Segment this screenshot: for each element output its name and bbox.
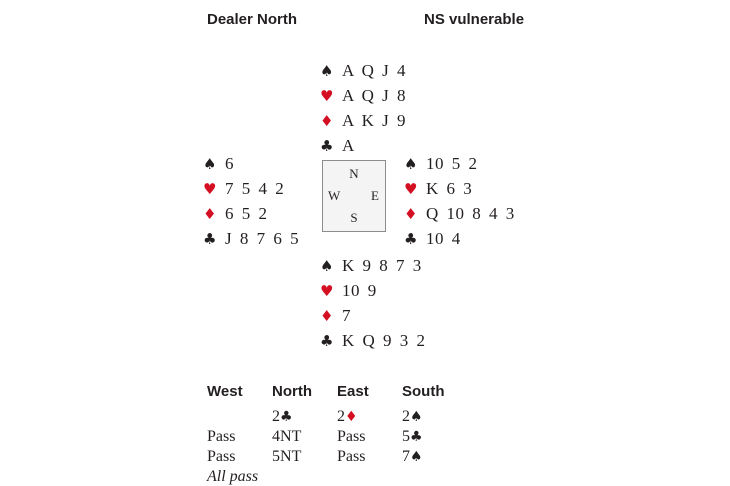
card-ranks: 6: [225, 153, 234, 173]
east-hand: ♠ 10 5 2 ♥ K 6 3 ♦ Q 10 8 4 3 ♣ 10 4: [404, 151, 515, 251]
south-clubs-line: ♣ K Q 9 3 2: [320, 328, 426, 353]
dealer-label: Dealer North: [207, 11, 298, 28]
card-ranks: J 8 7 6 5: [225, 228, 300, 248]
compass-box: N E S W: [322, 160, 386, 232]
card-ranks: Q 10 8 4 3: [426, 203, 515, 223]
auction-bid: Pass: [337, 428, 366, 445]
club-icon: ♣: [404, 229, 418, 248]
club-icon: ♣: [320, 136, 334, 155]
card-ranks: K 6 3: [426, 178, 473, 198]
auction-bid: 2♠: [402, 408, 423, 425]
heart-icon: ♥: [404, 179, 418, 198]
auction-grid: West North East South 2♣ 2♦ 2♠ Pass 4NT Pass 5♣ Pas…: [207, 383, 477, 467]
card-ranks: A Q J 8: [342, 85, 406, 105]
card-ranks: 7 5 4 2: [225, 178, 285, 198]
auction-bid: Pass: [337, 448, 366, 465]
diamond-icon: ♦: [203, 204, 217, 223]
west-hearts-line: ♥ 7 5 4 2: [203, 176, 299, 201]
auction-bid: 2♦: [337, 408, 358, 425]
heart-icon: ♥: [203, 179, 217, 198]
auction-bid: Pass: [207, 448, 236, 465]
north-clubs-line: ♣A: [320, 133, 406, 158]
west-clubs-line: ♣ J 8 7 6 5: [203, 226, 299, 251]
north-spades-line: ♠ A Q J 4: [320, 58, 406, 83]
spade-icon: ♠: [410, 449, 423, 465]
auction-bid: 5NT: [272, 448, 302, 465]
south-hearts-line: ♥ 10 9: [320, 278, 426, 303]
south-hand: ♠K 9 8 7 3♥10 9♦7♣K Q 9 3 2: [320, 253, 426, 353]
card-ranks: K Q 9 3 2: [342, 330, 426, 350]
auction-bid: 7♠: [402, 448, 423, 465]
heart-icon: ♥: [320, 86, 334, 105]
club-icon: ♣: [320, 331, 334, 350]
spade-icon: ♠: [320, 256, 334, 275]
compass-south-label: S: [350, 210, 358, 225]
card-ranks: 7: [342, 305, 351, 325]
card-ranks: 10 4: [426, 228, 461, 248]
auction-bid: Pass: [207, 428, 236, 445]
auction-bid: 2♣: [272, 408, 293, 425]
club-icon: ♣: [280, 409, 293, 425]
auction-bid: 5♣: [402, 428, 423, 445]
compass-north-label: N: [349, 166, 359, 181]
club-icon: ♣: [203, 229, 217, 248]
auction-footer: All pass: [207, 468, 259, 485]
auction-header-north: North: [272, 383, 312, 400]
auction-header-east: East: [337, 383, 369, 400]
north-hand: ♠A Q J 4♥A Q J 8♦A K J 9♣A: [320, 58, 406, 158]
west-hand: ♠6♥7 5 4 2♦6 5 2♣J 8 7 6 5: [203, 151, 299, 251]
auction-header-west: West: [207, 383, 243, 400]
east-clubs-line: ♣ 10 4: [404, 226, 515, 251]
card-ranks: A K J 9: [342, 110, 406, 130]
card-ranks: K 9 8 7 3: [342, 255, 422, 275]
card-ranks: A: [342, 135, 355, 155]
vulnerability-label: NS vulnerable: [424, 11, 525, 28]
diamond-icon: ♦: [404, 204, 418, 223]
card-ranks: A Q J 4: [342, 60, 406, 80]
spade-icon: ♠: [410, 409, 423, 425]
east-spades-line: ♠ 10 5 2: [404, 151, 515, 176]
diamond-icon: ♦: [320, 111, 334, 130]
compass-east-label: E: [371, 188, 379, 203]
auction-bid: [207, 407, 272, 427]
west-spades-line: ♠6: [203, 151, 299, 176]
auction-bid: 4NT: [272, 428, 302, 445]
heart-icon: ♥: [320, 281, 334, 300]
spade-icon: ♠: [203, 154, 217, 173]
diamond-icon: ♦: [320, 306, 334, 325]
west-diamonds-line: ♦ 6 5 2: [203, 201, 299, 226]
card-ranks: 10 9: [342, 280, 377, 300]
diamond-icon: ♦: [345, 409, 358, 425]
compass-west-label: W: [328, 188, 341, 203]
auction-header-south: South: [402, 383, 445, 400]
north-hearts-line: ♥ A Q J 8: [320, 83, 406, 108]
auction-table: West North East South 2♣ 2♦ 2♠ Pass 4NT Pass 5♣ Pas…: [207, 383, 477, 486]
east-diamonds-line: ♦ Q 10 8 4 3: [404, 201, 515, 226]
east-hearts-line: ♥ K 6 3: [404, 176, 515, 201]
spade-icon: ♠: [320, 61, 334, 80]
club-icon: ♣: [410, 429, 423, 445]
south-diamonds-line: ♦7: [320, 303, 426, 328]
card-ranks: 6 5 2: [225, 203, 268, 223]
card-ranks: 10 5 2: [426, 153, 478, 173]
south-spades-line: ♠ K 9 8 7 3: [320, 253, 426, 278]
north-diamonds-line: ♦ A K J 9: [320, 108, 406, 133]
spade-icon: ♠: [404, 154, 418, 173]
